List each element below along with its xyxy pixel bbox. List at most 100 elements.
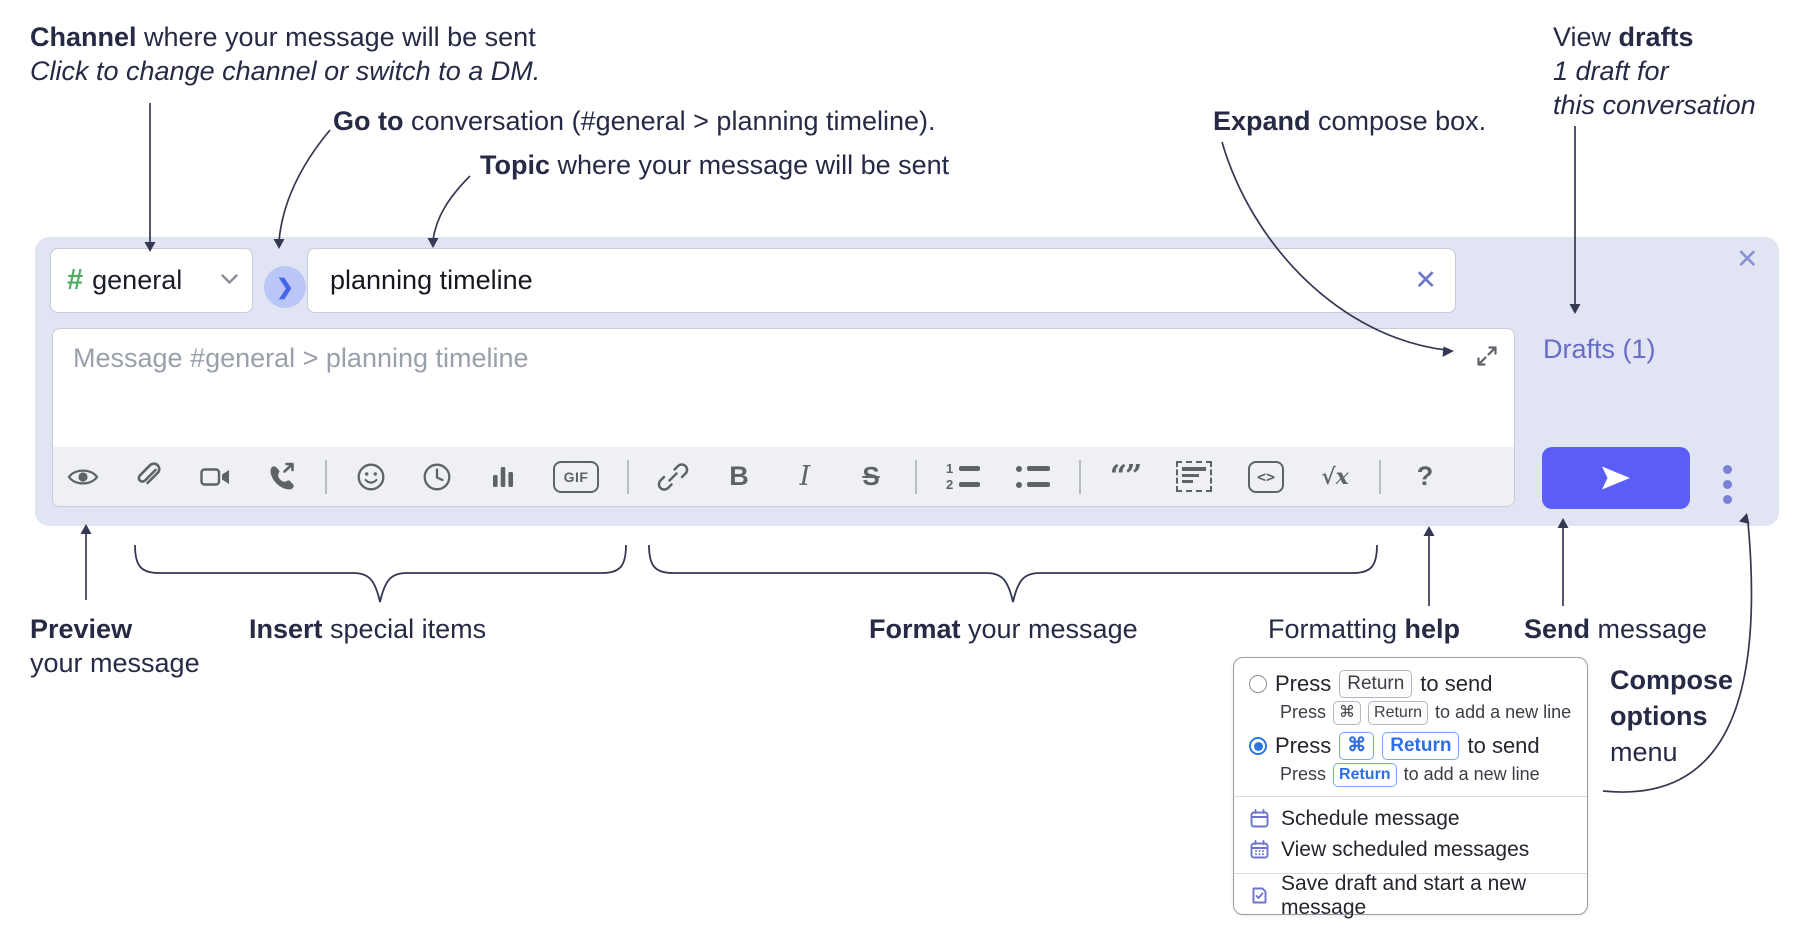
message-compose-area[interactable]: Message #general > planning timeline (52, 328, 1515, 507)
save-draft-icon (1252, 887, 1267, 904)
popup-divider (1234, 796, 1587, 797)
send-options-popup: Press Return to send Press ⌘ Return to a… (1233, 657, 1588, 919)
key-return-blue: Return (1333, 762, 1397, 787)
menu-item-save-draft[interactable]: Save draft and start a new message (1249, 872, 1572, 919)
annotation-compose-line1: Compose (1610, 665, 1734, 695)
quote-icon[interactable]: “” (1109, 459, 1142, 494)
math-label: √x (1321, 463, 1349, 490)
bold-icon[interactable]: B (723, 461, 755, 493)
menu-item-label: Schedule message (1281, 806, 1460, 830)
send-option-cmd-return-sub: Press Return to add a new line (1280, 761, 1572, 788)
annotation-goto-bold: Go to (333, 106, 404, 136)
annotation-send: Send message (1524, 612, 1707, 646)
numbered-list-icon[interactable]: 1 2 (945, 461, 981, 493)
gif-icon[interactable]: GIF (553, 460, 599, 493)
dot (1722, 464, 1732, 474)
annotation-compose-line2: options (1610, 701, 1708, 731)
formatting-help-icon[interactable]: ? (1409, 461, 1441, 493)
annotation-topic-bold: Topic (480, 150, 550, 180)
annotation-goto: Go to conversation (#general > planning … (333, 104, 936, 138)
math-icon[interactable]: √x (1319, 461, 1351, 493)
schedule-clock-icon[interactable] (421, 461, 453, 493)
annotation-topic-rest: where your message will be sent (550, 150, 950, 180)
bulleted-list-icon[interactable] (1015, 461, 1051, 493)
key-cmd-blue: ⌘ (1339, 732, 1375, 760)
voice-call-icon[interactable] (265, 461, 297, 493)
annotation-format-bold: Format (869, 614, 961, 644)
annotation-send-bold: Send (1524, 614, 1591, 644)
annotation-drafts-line2: 1 draft for (1553, 56, 1669, 86)
press-label: Press (1280, 764, 1327, 784)
bold-label: B (729, 461, 749, 491)
press-label: Press (1275, 671, 1332, 696)
menu-item-label: View scheduled messages (1281, 837, 1530, 861)
emoji-icon[interactable] (355, 461, 387, 493)
annotation-help-pre: Formatting (1268, 614, 1405, 644)
message-placeholder: Message #general > planning timeline (73, 343, 529, 373)
radio-selected-icon[interactable] (1249, 737, 1267, 755)
link-icon[interactable] (657, 461, 689, 493)
go-to-conversation-button[interactable]: ❯ (264, 266, 306, 308)
annotation-expand-rest: compose box. (1310, 106, 1487, 136)
poll-chart-icon[interactable] (487, 461, 519, 493)
toolbar-divider (627, 459, 629, 494)
attach-paperclip-icon[interactable] (133, 461, 165, 493)
channel-name: general (92, 265, 183, 295)
channel-hash-icon: # (67, 264, 84, 296)
video-call-icon[interactable] (199, 461, 231, 493)
spoiler-icon[interactable] (1175, 461, 1213, 493)
radio-unselected-icon[interactable] (1249, 675, 1267, 693)
code-icon[interactable]: <> (1247, 460, 1285, 493)
annotation-format-rest: your message (960, 614, 1138, 644)
annotation-channel: Channel where your message will be sent (30, 20, 536, 54)
annotation-compose-options: Compose options menu (1610, 662, 1733, 770)
menu-item-schedule-message[interactable]: Schedule message (1249, 803, 1572, 834)
send-option-return[interactable]: Press Return to send (1249, 669, 1572, 699)
toolbar-divider (1079, 459, 1081, 494)
drafts-link[interactable]: Drafts (1) (1543, 334, 1656, 364)
annotation-channel-rest: where your message will be sent (136, 22, 536, 52)
send-button[interactable] (1542, 447, 1690, 509)
topic-input[interactable]: planning timeline ✕ (307, 248, 1456, 313)
clear-topic-icon[interactable]: ✕ (1414, 265, 1437, 295)
key-return-blue: Return (1382, 732, 1460, 760)
annotation-topic: Topic where your message will be sent (480, 148, 949, 182)
annotation-preview-bold: Preview (30, 614, 133, 644)
compose-toolbar: GIF B I S 1 2 (53, 447, 1514, 506)
topic-arrow-line (432, 175, 471, 241)
expand-compose-icon[interactable] (1476, 345, 1498, 367)
toolbar-divider (1379, 459, 1381, 494)
compose-options-menu-button[interactable] (1712, 458, 1742, 510)
strikethrough-label: S (862, 461, 880, 491)
close-compose-icon[interactable]: ✕ (1736, 244, 1759, 274)
annotation-formatting-help: Formatting help (1268, 612, 1460, 646)
topic-value: planning timeline (330, 265, 533, 295)
toolbar-divider (325, 459, 327, 494)
annotation-drafts-pre: View (1553, 22, 1619, 52)
annotation-help-bold: help (1404, 614, 1461, 644)
key-return: Return (1339, 670, 1413, 698)
format-brace (648, 544, 1378, 603)
help-label: ? (1416, 461, 1434, 491)
preview-eye-icon[interactable] (67, 461, 99, 493)
key-return: Return (1368, 700, 1429, 725)
annotation-braces (134, 544, 1378, 603)
code-label: <> (1256, 467, 1276, 486)
send-option-cmd-return[interactable]: Press ⌘ Return to send (1249, 731, 1572, 761)
italic-icon[interactable]: I (789, 461, 821, 493)
chevron-down-icon (221, 272, 238, 290)
ol-num-1: 1 (946, 460, 954, 476)
strikethrough-icon[interactable]: S (855, 461, 887, 493)
channel-selector[interactable]: # general (50, 248, 253, 313)
newline-label: to add a new line (1403, 764, 1540, 784)
newline-label: to add a new line (1435, 702, 1572, 722)
italic-label: I (799, 461, 811, 492)
annotation-channel-bold: Channel (30, 22, 137, 52)
key-cmd: ⌘ (1333, 700, 1362, 725)
annotation-channel-sub: Click to change channel or switch to a D… (30, 56, 541, 86)
menu-item-view-scheduled[interactable]: View scheduled messages (1249, 834, 1572, 865)
dot (1722, 494, 1732, 504)
annotation-drafts-bold: drafts (1618, 22, 1694, 52)
annotation-goto-rest: conversation (#general > planning timeli… (403, 106, 936, 136)
